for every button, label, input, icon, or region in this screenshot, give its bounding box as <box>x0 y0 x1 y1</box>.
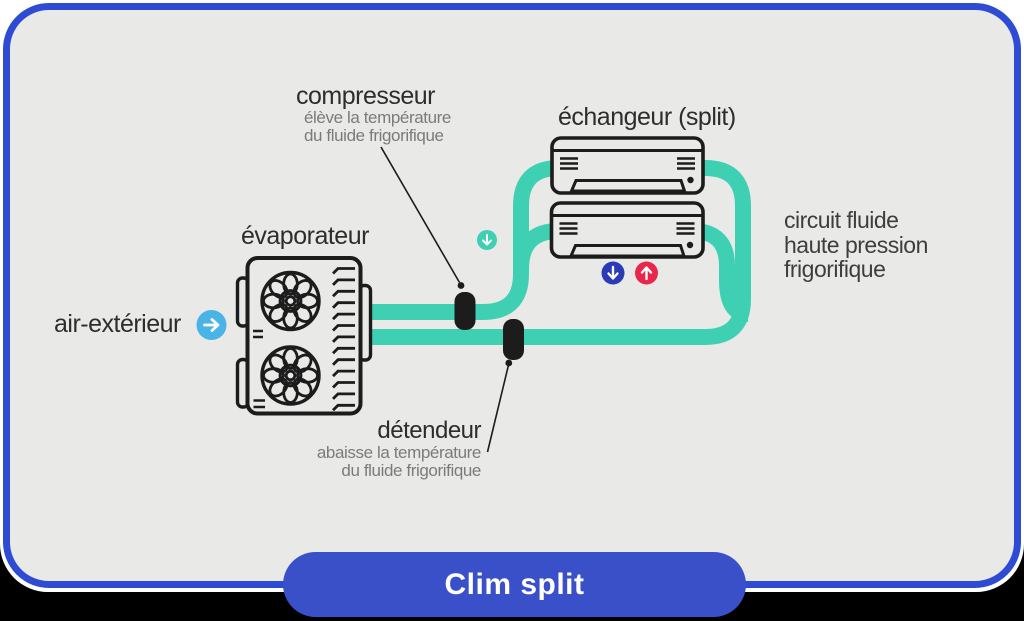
compressor-label: compresseur élève la température du flui… <box>296 83 451 144</box>
expansion-valve-label: détendeur abaisse la température du flui… <box>316 417 482 480</box>
circuit-line-3: frigorifique <box>784 256 886 282</box>
diagram-card <box>3 3 1021 588</box>
compressor-title: compresseur <box>296 82 435 110</box>
outside-air-label: air-extérieur <box>54 311 181 337</box>
title-badge: Clim split <box>283 552 746 617</box>
circuit-line-1: circuit fluide <box>784 207 899 233</box>
expansion-valve-title: détendeur <box>377 417 481 444</box>
evaporator-title: évaporateur <box>241 222 369 250</box>
title-badge-text: Clim split <box>444 567 585 601</box>
circuit-label: circuit fluide haute pression frigorifiq… <box>784 208 928 282</box>
outside-air-title: air-extérieur <box>54 310 181 338</box>
circuit-line-2: haute pression <box>784 231 928 258</box>
compressor-description: élève la température du fluide frigorifi… <box>304 108 451 145</box>
exchanger-label: échangeur (split) <box>558 104 736 130</box>
evaporator-label: évaporateur <box>241 223 369 249</box>
expansion-valve-description: abaisse la température du fluide frigori… <box>316 443 482 480</box>
exchanger-title: échangeur (split) <box>558 103 736 131</box>
